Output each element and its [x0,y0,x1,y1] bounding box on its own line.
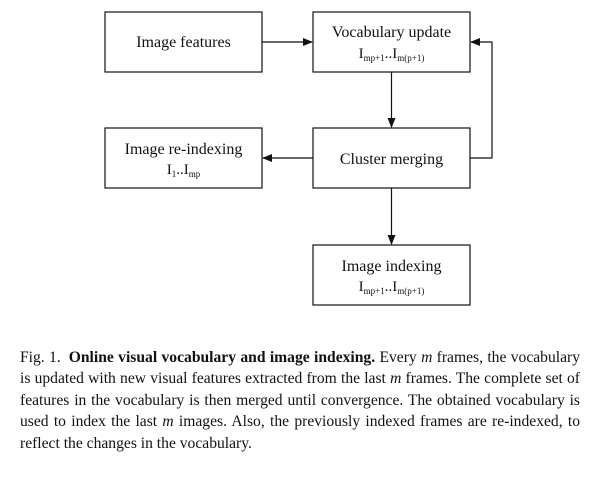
caption-text-1: Every [375,349,422,366]
vocabulary-update-box [312,11,471,73]
caption-text-2: frames, the vocabulary is updated with n… [20,349,581,388]
image-indexing-title: Image indexing [342,258,442,275]
cluster-merging-label: Cluster merging [340,151,443,168]
image-reindexing-box [104,127,263,189]
image-features-label: Image features [136,34,231,51]
caption-math-m-2: m [390,370,402,388]
caption-label: Fig. 1. [20,349,61,366]
caption-text-4: images. Also, the previously indexed fra… [20,413,580,452]
image-features-box [104,11,263,73]
caption-text-3: frames. The complete set of features in … [20,370,580,431]
image-indexing-range: Imp+1..Im(p+1) [359,279,425,296]
arrow-merging-feedback-to-update [470,38,493,159]
vocabulary-update-title: Vocabulary update [332,24,451,41]
caption-math-m-3: m [162,413,174,431]
image-reindexing-range: I1..Imp [167,162,201,179]
caption-math-m-1: m [421,349,433,366]
image-reindexing-title: Image re-indexing [125,141,243,158]
cluster-merging-box [312,127,471,189]
image-indexing-box [312,244,471,306]
vocabulary-update-range: Imp+1..Im(p+1) [359,46,425,63]
caption-title: Online visual vocabulary and image index… [68,349,376,366]
flow-diagram: Image features Vocabulary update Imp+1..… [104,11,493,306]
figure-caption: Fig. 1. Online visual vocabulary and imag… [20,347,580,454]
